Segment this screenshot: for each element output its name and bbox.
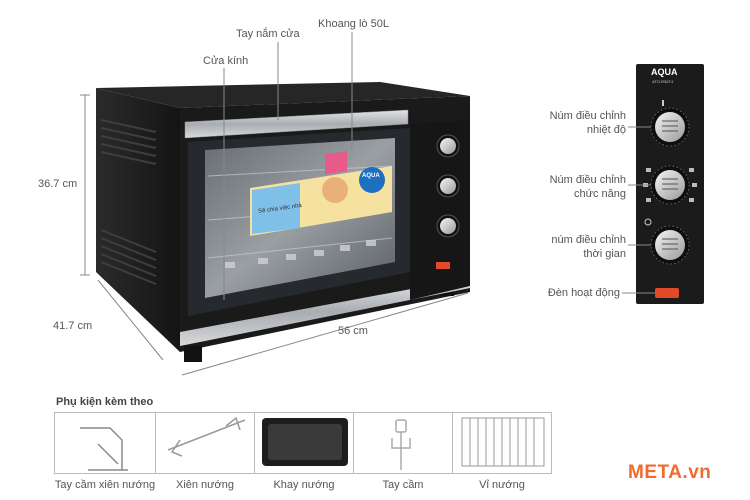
site-watermark: META.vn [628, 462, 712, 483]
promo-card [250, 151, 392, 236]
function-knob-label: Núm điều chỉnh chức năng [549, 174, 626, 200]
screen-brand: AQUA [362, 173, 380, 179]
panel-model-number: ATO-R50T4 [652, 79, 674, 84]
timer-knob [644, 218, 690, 265]
function-knob [643, 165, 697, 205]
cavity-label: Khoang lò 50L [318, 18, 389, 30]
temperature-knob [650, 107, 690, 147]
accessory-name: Xiên nướng [175, 479, 234, 491]
accessory-box [353, 412, 453, 474]
timer-knob-label: núm điều chỉnh thời gian [551, 234, 626, 260]
panel-closeup [636, 64, 704, 304]
accessory-box [254, 412, 354, 474]
callout-lines [223, 32, 353, 300]
door-handle-label: Tay nắm cửa [236, 28, 300, 40]
oven-control-panel [410, 120, 470, 300]
bottom-trim [180, 278, 470, 346]
accessory-box [452, 412, 552, 474]
indicator-lamp [655, 288, 679, 298]
width-label: 56 cm [338, 325, 368, 337]
accessory-box [54, 412, 156, 474]
depth-dimension-line [97, 279, 164, 361]
accessory-name: Tay cầm [382, 479, 424, 491]
height-dimension-line [80, 94, 90, 276]
accessory-name: Vỉ nướng [479, 479, 525, 491]
temperature-knob-label: Núm điều chỉnh nhiệt độ [549, 110, 626, 136]
panel-brand-logo: AQUA [651, 67, 678, 77]
panel-callout-lines [622, 126, 655, 294]
depth-label: 41.7 cm [53, 320, 93, 332]
accessory-box [155, 412, 255, 474]
accessory-name: Tay cầm xiên nướng [54, 479, 156, 491]
accessory-name: Khay nướng [273, 479, 335, 491]
indicator-light-label: Đèn hoạt động [547, 287, 620, 299]
door-glass-label: Cửa kính [203, 55, 249, 67]
accessories-title: Phụ kiện kèm theo [56, 396, 154, 408]
height-label: 36.7 cm [38, 178, 78, 190]
width-dimension-line [181, 292, 469, 376]
